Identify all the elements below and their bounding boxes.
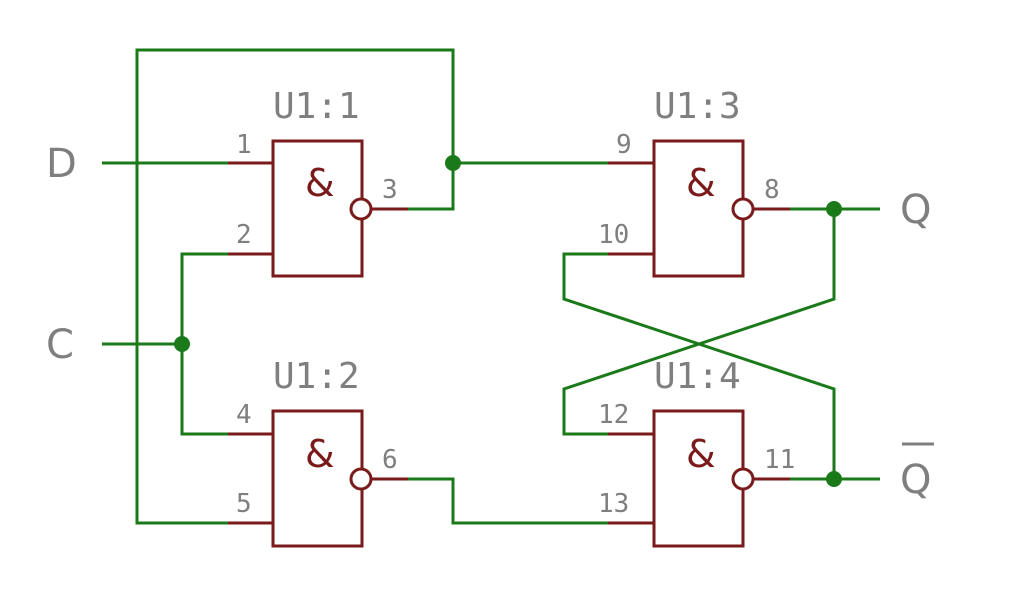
pin-number: 13	[598, 489, 629, 519]
junction-out3	[445, 155, 461, 171]
gate-name: U1:2	[273, 356, 360, 397]
pin-number: 6	[382, 445, 398, 475]
wire-cross-q-to-pin12	[562, 209, 836, 436]
inversion-bubble	[349, 467, 373, 491]
ports: D C Q Q	[46, 141, 934, 503]
port-q-label: Q	[900, 187, 931, 233]
gate-body	[271, 409, 364, 548]
pin-number: 11	[764, 445, 795, 475]
pin-number: 9	[616, 130, 632, 160]
gate-u1-2: & U1:2 4 5 6	[228, 356, 408, 548]
gate-name: U1:3	[654, 86, 741, 127]
gate-body	[271, 139, 364, 278]
pin-number: 3	[382, 175, 398, 205]
junction-qbar	[826, 471, 842, 487]
junctions	[174, 155, 842, 487]
junction-q	[826, 201, 842, 217]
junction-c	[174, 336, 190, 352]
pin-number: 10	[598, 220, 629, 250]
gate-u1-1: & U1:1 1 2 3	[228, 86, 408, 278]
gate-symbol: &	[305, 161, 335, 205]
wire-out6-to-pin13	[408, 477, 608, 525]
port-c-label: C	[46, 322, 74, 368]
pin-number: 12	[598, 400, 629, 430]
wires	[102, 48, 880, 525]
port-qbar-label: Q	[900, 457, 931, 503]
inversion-bubble	[731, 197, 755, 221]
gate-body	[652, 409, 745, 548]
gate-u1-3: & U1:3 9 10 8	[598, 86, 790, 278]
pin-number: 4	[236, 400, 252, 430]
gate-name: U1:4	[654, 356, 741, 397]
pin-number: 8	[764, 175, 780, 205]
gate-symbol: &	[686, 432, 716, 476]
inversion-bubble	[731, 467, 755, 491]
pin-number: 1	[236, 130, 252, 160]
wire-out3-loop	[135, 48, 455, 525]
port-qbar: Q	[900, 442, 934, 503]
wire-cross-qbar-to-pin10	[562, 252, 836, 479]
inversion-bubble	[349, 197, 373, 221]
gate-name: U1:1	[273, 86, 360, 127]
gate-symbol: &	[686, 161, 716, 205]
gate-u1-4: & U1:4 12 13 11	[598, 356, 795, 548]
port-d-label: D	[46, 141, 77, 187]
pin-number: 5	[236, 489, 252, 519]
pin-number: 2	[236, 220, 252, 250]
gate-symbol: &	[305, 432, 335, 476]
